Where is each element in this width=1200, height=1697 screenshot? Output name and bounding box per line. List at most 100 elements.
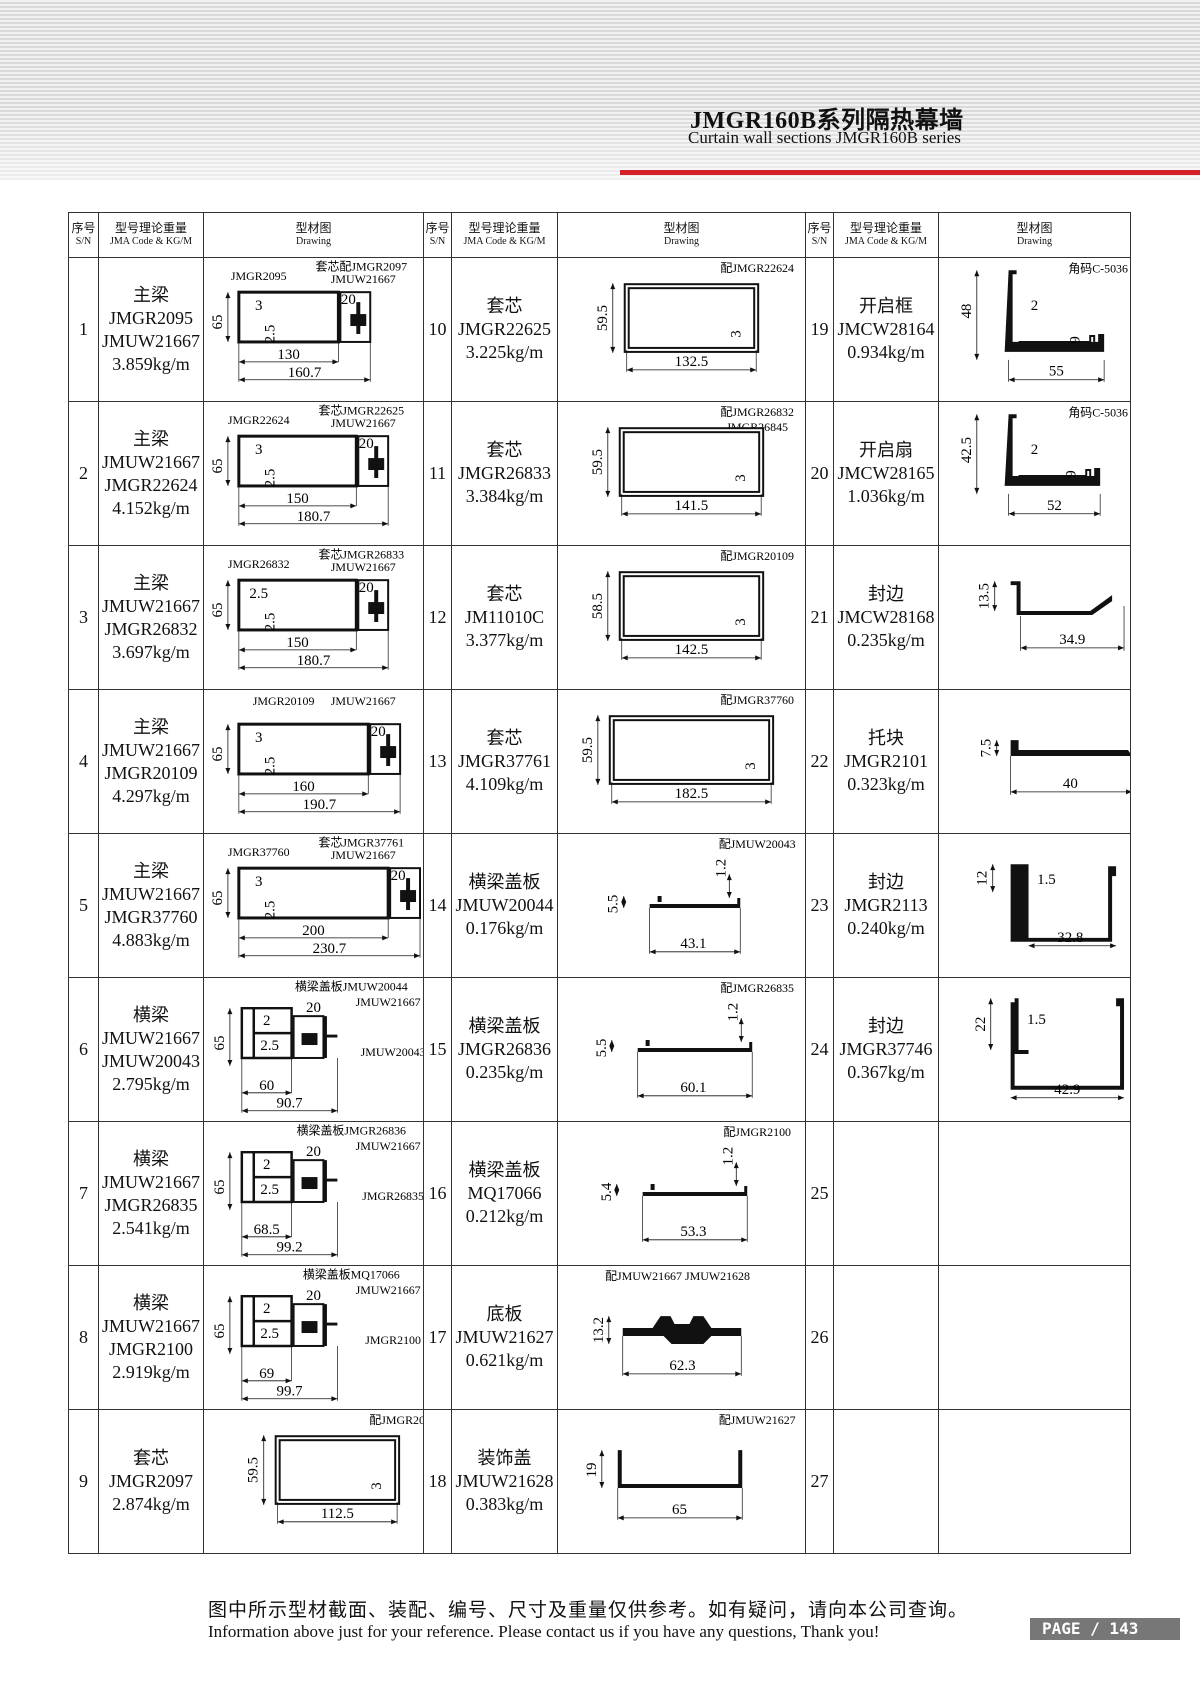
profile-weight: 4.109kg/m: [465, 774, 544, 794]
section-drawing: 横梁盖板MQ17066JMUW21667JMGR21006522.5206999…: [212, 1266, 421, 1402]
dimension-label: 2.5: [263, 469, 279, 488]
profile-label: JMUW21667: [356, 1139, 421, 1153]
sn-cell: 7: [68, 1121, 99, 1266]
profile-label: 角码C-5036: [1068, 405, 1128, 419]
dimension-label: 3: [728, 330, 744, 337]
profile-code1: JMGR37761: [457, 751, 551, 771]
dimension-label: 65: [210, 315, 226, 330]
profile-label: 配JMGR37760: [720, 693, 794, 707]
assembly-label: 横梁盖板JMGR26836: [297, 1122, 406, 1137]
profile-outline: [623, 283, 760, 353]
profile-name: 横梁: [133, 1004, 169, 1025]
profile-name: 封边: [868, 872, 904, 892]
dimension-label: 20: [359, 436, 374, 452]
header-drawing-en: Drawing: [1017, 236, 1052, 247]
dimension-label: 65: [210, 747, 226, 762]
sn-cell: 22: [805, 689, 834, 834]
dimension-label: 2.5: [263, 757, 279, 776]
profile-label: 配JMUW20043: [719, 837, 796, 851]
profile-weight: 3.697kg/m: [112, 641, 190, 662]
dimension-label: 141.5: [675, 498, 709, 514]
dimension-label: 2: [263, 1013, 270, 1029]
dimension-label: 1.5: [1027, 1012, 1046, 1028]
dimension-label: 190.7: [303, 797, 337, 813]
footer-note-cn: 图中所示型材截面、装配、编号、尺寸及重量仅供参考。如有疑问，请向本公司查询。: [208, 1599, 969, 1621]
profile-outline: [1010, 864, 1117, 942]
dimension-label: 69: [259, 1366, 274, 1382]
profile-weight: 0.323kg/m: [847, 774, 925, 794]
profile-label: JMUW21667: [356, 1283, 421, 1297]
profile-label: JMUW21667: [331, 560, 396, 574]
profile-name: 横梁盖板: [468, 1016, 541, 1036]
profile-outline: [637, 1040, 753, 1052]
profile-label: 配JMGR2095: [369, 1413, 423, 1427]
assembly-label: 套芯JMGR37761: [319, 835, 405, 849]
header-drawing-en: Drawing: [664, 236, 699, 247]
profile-outline: [240, 1006, 293, 1060]
code-weight-cell: [833, 1409, 939, 1554]
profile-code1: JM11010C: [464, 607, 545, 627]
profile-name: 横梁盖板: [468, 1160, 541, 1180]
profile-code2: JMGR20109: [104, 762, 198, 783]
header-code-cn: 型号理论重量: [468, 221, 541, 235]
dimension-label: 9: [1067, 336, 1083, 343]
dimension-label: 59.5: [595, 305, 611, 331]
profile-label: 配JMGR20109: [720, 549, 794, 563]
dimension-label: 58.5: [590, 593, 606, 619]
dimension-label: 20: [391, 868, 406, 884]
dimension-label: 65: [212, 1180, 228, 1195]
dimension-label: 99.2: [277, 1240, 303, 1256]
dimension-label: 59.5: [590, 449, 606, 475]
dimension-label: 1.2: [725, 1003, 741, 1022]
profile-code1: JMGR26836: [457, 1039, 551, 1059]
dimension-label: 5.4: [599, 1182, 615, 1201]
profile-outline: [237, 290, 340, 344]
header-red-line: [620, 170, 1200, 175]
profile-name: 横梁: [133, 1148, 169, 1169]
dimension-label: 12: [975, 871, 991, 886]
sn-cell: 2: [68, 401, 99, 546]
profile-weight: 0.240kg/m: [847, 918, 925, 938]
dimension-label: 20: [306, 1000, 321, 1016]
dimension-label: 180.7: [297, 653, 331, 669]
profile-weight: 3.384kg/m: [465, 486, 544, 506]
profile-label: 角码C-5036: [1068, 261, 1128, 275]
sn-cell: 17: [423, 1265, 452, 1410]
sn-cell: 9: [68, 1409, 99, 1554]
dimension-label: 112.5: [321, 1506, 354, 1522]
profile-outline: [622, 1316, 742, 1344]
profile-label: JMGR26835: [362, 1189, 423, 1203]
profile-weight: 2.874kg/m: [112, 1494, 190, 1514]
profile-code2: JMUW21667: [102, 330, 200, 351]
profile-name: 套芯: [486, 728, 523, 748]
header-code-en: JMA Code & KG/M: [110, 236, 192, 247]
sn-cell: 19: [805, 257, 834, 402]
dimension-label: 132.5: [675, 354, 709, 370]
profile-label: JMUW21667: [356, 995, 421, 1009]
sn-cell: 13: [423, 689, 452, 834]
dimension-label: 3: [733, 618, 749, 625]
profile-outline: [1010, 581, 1113, 616]
dimension-label: 65: [212, 1324, 228, 1339]
